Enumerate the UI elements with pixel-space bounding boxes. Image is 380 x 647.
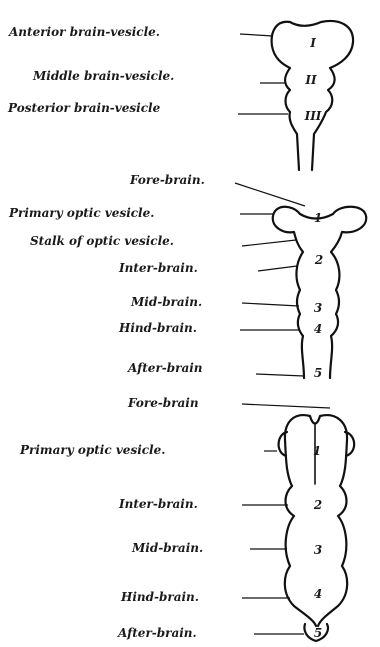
label-optic-stalk-2: Stalk of optic vesicle. (30, 234, 174, 248)
figure-3-numeral-5: 5 (314, 626, 322, 640)
figure-2-numeral-1: 1 (314, 211, 322, 225)
figure-2-numeral-2: 2 (314, 253, 323, 267)
label-fore-brain-3: Fore-brain (127, 396, 199, 410)
leader-optic-stalk-2 (242, 240, 296, 246)
label-fore-brain-2: Fore-brain. (129, 173, 205, 187)
figure-1-numeral-1: I (309, 36, 316, 50)
label-primary-optic-vesicle-2: Primary optic vesicle. (8, 206, 154, 220)
leader-mid-brain-2 (242, 303, 299, 306)
figure-1-numeral-3: III (304, 109, 322, 123)
label-hind-brain-2: Hind-brain. (118, 321, 197, 335)
label-mid-brain-2: Mid-brain. (130, 295, 202, 309)
figure-3-numeral-1: 1 (313, 444, 321, 458)
figure-3-numeral-4: 4 (314, 587, 322, 601)
leader-inter-brain-2 (258, 266, 297, 271)
label-inter-brain-2: Inter-brain. (118, 261, 198, 275)
figure-2-five-vesicles: 1 2 3 4 5 Fore-brain. Primary optic vesi… (8, 173, 366, 380)
figure-2-numeral-5: 5 (314, 366, 322, 380)
leader-fore-brain-3 (242, 404, 330, 408)
figure-3-numeral-2: 2 (313, 498, 322, 512)
figure-2-outline (273, 207, 366, 378)
figure-3-developed-vesicles: 1 2 3 4 5 Fore-brain Primary optic vesic… (19, 396, 354, 641)
figure-3-numeral-3: 3 (314, 543, 322, 557)
label-mid-brain-3: Mid-brain. (131, 541, 203, 555)
label-after-brain-3: After-brain. (117, 626, 197, 640)
label-primary-optic-vesicle-3: Primary optic vesicle. (19, 443, 165, 457)
figure-2-numeral-4: 4 (314, 322, 322, 336)
leader-fore-brain-2 (235, 183, 305, 206)
figure-2-numeral-3: 3 (314, 301, 322, 315)
label-middle-brain-vesicle: Middle brain-vesicle. (32, 69, 174, 83)
figure-1-numeral-2: II (304, 73, 317, 87)
leader-anterior (240, 34, 273, 36)
leader-after-brain-2 (256, 374, 304, 376)
label-anterior-brain-vesicle: Anterior brain-vesicle. (8, 25, 160, 39)
label-after-brain-2: After-brain (127, 361, 203, 375)
label-posterior-brain-vesicle: Posterior brain-vesicle (7, 101, 161, 115)
label-inter-brain-3: Inter-brain. (118, 497, 198, 511)
label-hind-brain-3: Hind-brain. (120, 590, 199, 604)
figure-1-three-vesicles: I II III Anterior brain-vesicle. Middle … (7, 21, 353, 170)
